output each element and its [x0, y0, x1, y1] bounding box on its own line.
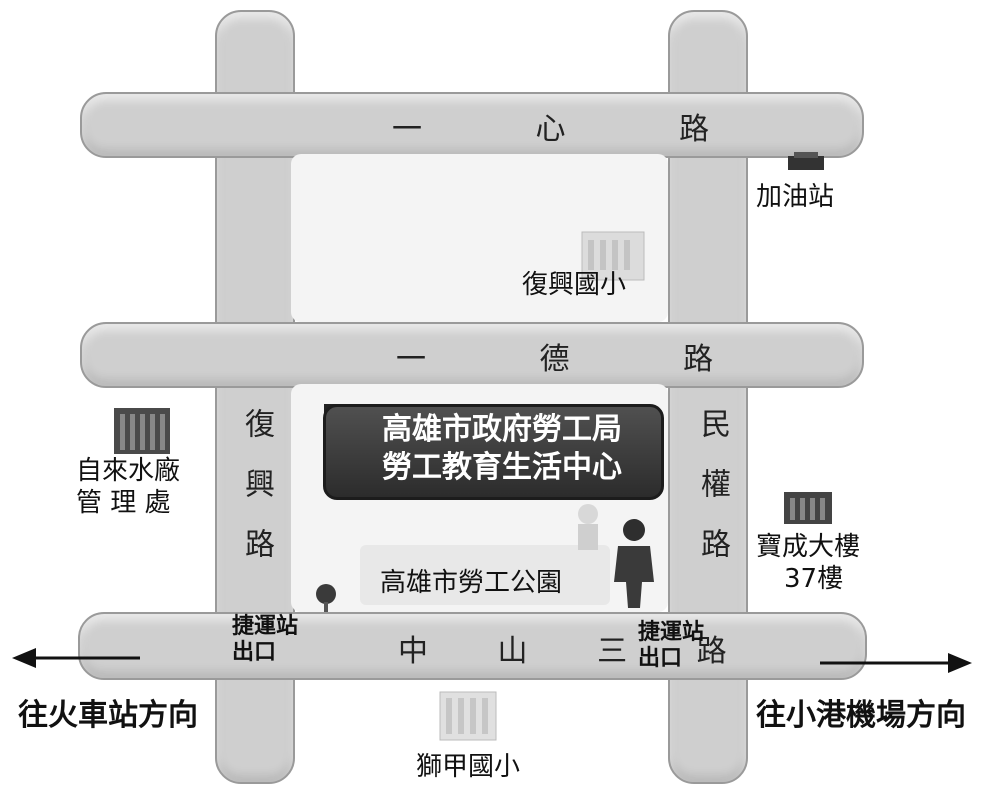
- baocheng-building-label-2: 37樓: [784, 564, 844, 594]
- school-icon: [581, 231, 645, 281]
- labor-park-area: [360, 545, 610, 605]
- road-yide: [80, 322, 864, 388]
- road-label-yide: 一 德 路: [396, 342, 766, 377]
- mrt-exit-right-label-1: 捷運站: [638, 620, 705, 645]
- labor-center-label-1: 高雄市政府勞工局: [382, 412, 622, 447]
- road-label-fuxing: 復興路: [239, 408, 274, 588]
- mrt-exit-right-label-2: 出口: [638, 646, 683, 671]
- arrow-right-icon: [820, 653, 972, 673]
- gas-station-icon: [788, 152, 824, 170]
- direction-train-station-label: 往火車站方向: [18, 698, 198, 733]
- fuxing-elementary-label: 復興國小: [522, 270, 627, 300]
- labor-center-box: [323, 404, 664, 500]
- direction-airport-label: 往小港機場方向: [756, 698, 966, 733]
- water-plant-label-1: 自來水廠: [76, 456, 181, 486]
- road-label-zhongshan3: 中 山 三 路: [398, 634, 757, 669]
- building-icon: [784, 492, 832, 524]
- road-label-minquan: 民權路: [695, 408, 730, 588]
- labor-center-label-2: 勞工教育生活中心: [382, 450, 622, 485]
- school-icon: [439, 691, 497, 741]
- labor-park-label: 高雄市勞工公園: [380, 568, 563, 598]
- tree-icon: [316, 584, 336, 612]
- arrow-left-icon: [12, 648, 140, 668]
- gas-station-label: 加油站: [756, 182, 835, 212]
- shijia-elementary-label: 獅甲國小: [416, 752, 521, 782]
- building-icon: [114, 408, 170, 454]
- mrt-exit-left-label-2: 出口: [232, 640, 277, 665]
- road-label-yixin: 一 心 路: [392, 112, 762, 147]
- water-plant-label-2: 管 理 處: [76, 488, 171, 518]
- person-icon: [614, 519, 654, 608]
- road-zhongshan3: [78, 612, 867, 680]
- mrt-exit-left-label-1: 捷運站: [232, 614, 299, 639]
- statue-icon: [578, 504, 598, 550]
- baocheng-building-label-1: 寶成大樓: [756, 532, 861, 562]
